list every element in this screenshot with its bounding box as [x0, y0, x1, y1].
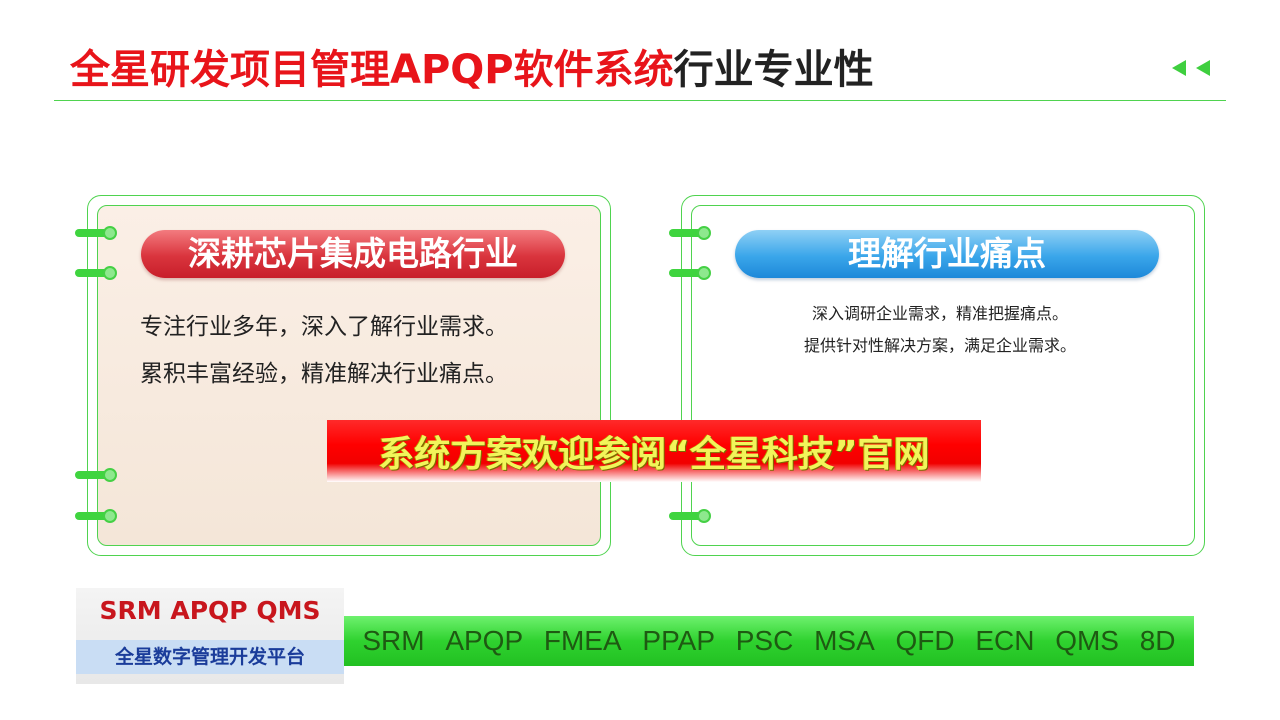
module-label: FMEA: [543, 625, 622, 656]
description-line: 专注行业多年，深入了解行业需求。: [140, 314, 508, 340]
binder-ring-icon: [669, 266, 713, 280]
binder-ring-icon: [669, 226, 713, 240]
module-label: QFD: [895, 625, 955, 656]
module-label: ECN: [975, 625, 1035, 656]
banner-text: 系统方案欢迎参阅“全星科技”官网: [378, 434, 930, 475]
module-label: MSA: [814, 625, 875, 656]
description-line: 累积丰富经验，精准解决行业痛点。: [140, 361, 508, 387]
module-label: PSC: [735, 625, 794, 656]
page-title: 全星研发项目管理APQP软件系统行业专业性: [70, 44, 874, 96]
website-banner[interactable]: 系统方案欢迎参阅“全星科技”官网: [327, 420, 981, 482]
double-arrow-left-icon[interactable]: [1168, 58, 1214, 78]
binder-ring-icon: [75, 509, 119, 523]
module-strip: SRM APQP FMEA PPAP PSC MSA QFD ECN QMS 8…: [344, 616, 1194, 666]
binder-ring-icon: [75, 266, 119, 280]
binder-ring-icon: [669, 509, 713, 523]
binder-ring-icon: [75, 226, 119, 240]
card-description: 专注行业多年，深入了解行业需求。 累积丰富经验，精准解决行业痛点。: [140, 304, 580, 398]
logo-product-line: SRM APQP QMS: [99, 596, 321, 625]
module-label: QMS: [1055, 625, 1119, 656]
title-divider: [54, 100, 1226, 101]
card-description: 深入调研企业需求，精准把握痛点。 提供针对性解决方案，满足企业需求。: [760, 298, 1120, 362]
card-heading-chip-industry: 深耕芯片集成电路行业: [141, 230, 565, 278]
page-title-dark: 行业专业性: [673, 47, 874, 93]
card-heading-pain-points: 理解行业痛点: [735, 230, 1159, 278]
module-label: 8D: [1139, 625, 1176, 656]
logo-platform-name: 全星数字管理开发平台: [76, 640, 344, 674]
description-line: 深入调研企业需求，精准把握痛点。: [811, 304, 1068, 323]
module-label: SRM: [362, 625, 425, 656]
module-label: APQP: [445, 625, 524, 656]
binder-ring-icon: [75, 468, 119, 482]
description-line: 提供针对性解决方案，满足企业需求。: [803, 336, 1076, 355]
page-title-red: 全星研发项目管理APQP软件系统: [70, 47, 674, 93]
module-label: PPAP: [642, 625, 716, 656]
platform-logo: SRM APQP QMS 全星数字管理开发平台: [76, 588, 344, 684]
